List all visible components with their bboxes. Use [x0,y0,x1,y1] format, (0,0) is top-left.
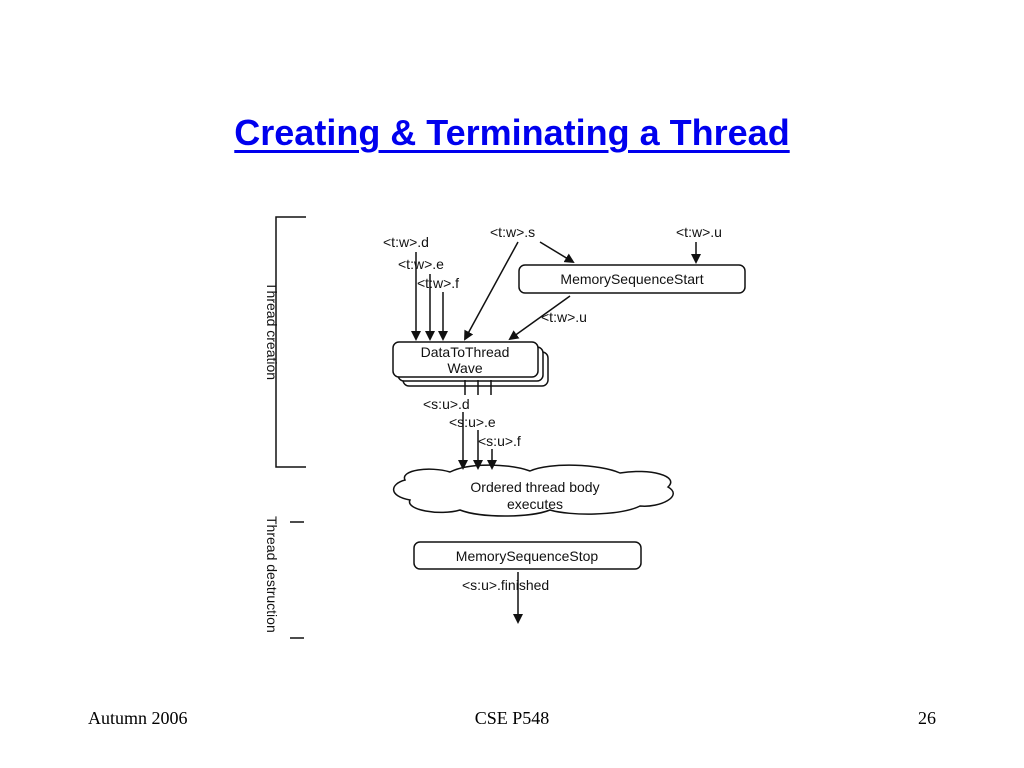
memory-sequence-start-label: MemorySequenceStart [560,271,703,287]
token-su-e: <s:u>.e [449,414,496,430]
token-su-f: <s:u>.f [478,433,521,449]
thread-creation-label: Thread creation [264,282,280,380]
footer-page-number: 26 [918,708,936,728]
token-tw-u-mid: <t:w>.u [541,309,587,325]
arrow-tw-s-to-start [539,241,575,264]
data-to-thread-label-line2: Wave [447,360,482,376]
data-to-thread-wave-node: DataToThread Wave [392,341,549,387]
ordered-thread-body-node: Ordered thread body executes [392,464,674,517]
ordered-thread-body-label-line2: executes [507,496,563,512]
memory-sequence-stop-label: MemorySequenceStop [456,548,599,564]
token-tw-d: <t:w>.d [383,234,429,250]
memory-sequence-stop-node: MemorySequenceStop [413,541,642,570]
token-tw-f: <t:w>.f [417,275,459,291]
token-su-finished: <s:u>.finished [462,577,549,593]
thread-creation-bracket [275,216,306,468]
footer-date: Autumn 2006 [88,708,188,728]
slide-title: Creating & Terminating a Thread [234,112,790,153]
ordered-thread-body-label-line1: Ordered thread body [470,479,599,495]
memory-sequence-start-node: MemorySequenceStart [518,264,746,294]
thread-destruction-label: Thread destruction [264,516,280,633]
token-su-d: <s:u>.d [423,396,470,412]
thread-destruction-ticks [290,521,304,639]
arrow-tw-s-to-wave [464,241,519,341]
arrow-start-to-wave [508,295,571,341]
token-tw-s: <t:w>.s [490,224,535,240]
token-tw-u-top: <t:w>.u [676,224,722,240]
data-to-thread-label-line1: DataToThread [421,344,510,360]
diagram-arrows [411,241,701,624]
token-tw-e: <t:w>.e [398,256,444,272]
footer-course: CSE P548 [474,708,550,728]
